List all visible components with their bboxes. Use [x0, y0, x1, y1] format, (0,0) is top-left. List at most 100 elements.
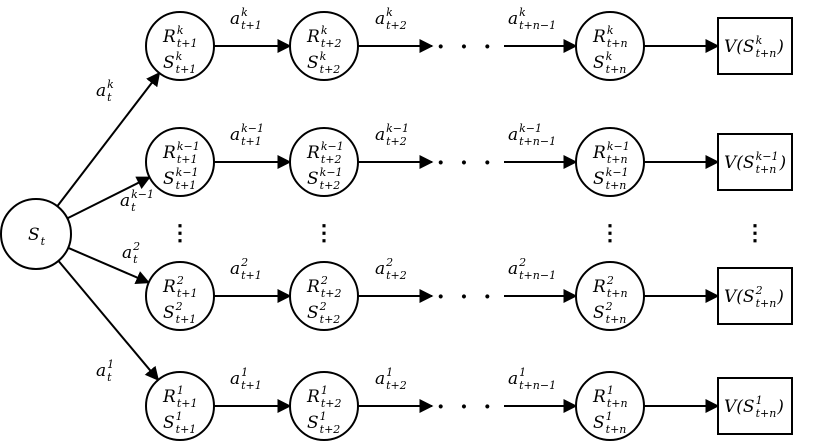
branch-edge-1: [66, 176, 151, 220]
ellipsis-3: · · ·: [437, 394, 495, 420]
svg-text:k−1: k−1: [241, 122, 264, 135]
svg-text:a: a: [508, 9, 518, 29]
svg-text:t+1: t+1: [176, 313, 197, 326]
svg-text:1: 1: [606, 410, 613, 423]
svg-text:R: R: [162, 27, 176, 47]
svg-text:R: R: [306, 387, 320, 407]
svg-text:R: R: [592, 143, 606, 163]
vertical-ellipsis-2: ⋮: [599, 220, 621, 246]
svg-text:k: k: [386, 6, 393, 19]
svg-text:k: k: [606, 50, 613, 63]
svg-text:2: 2: [320, 274, 328, 287]
svg-text:2: 2: [240, 256, 248, 269]
svg-text:a: a: [508, 259, 518, 279]
svg-text:t: t: [107, 91, 112, 104]
svg-text:2: 2: [175, 300, 183, 313]
svg-text:S: S: [307, 169, 319, 189]
svg-text:t: t: [133, 253, 138, 266]
svg-text:2: 2: [385, 256, 393, 269]
vertical-ellipsis-3: ⋮: [744, 220, 766, 246]
svg-text:1: 1: [321, 384, 328, 397]
svg-text:t+n: t+n: [756, 163, 777, 176]
svg-text:a: a: [375, 259, 385, 279]
svg-text:2: 2: [132, 240, 140, 253]
svg-text:1: 1: [177, 384, 184, 397]
svg-text:t+n: t+n: [607, 287, 628, 300]
svg-text:1: 1: [519, 366, 526, 379]
svg-text:k−1: k−1: [131, 188, 154, 201]
svg-text:t+n−1: t+n−1: [519, 379, 556, 392]
svg-text:S: S: [163, 413, 175, 433]
svg-text:R: R: [162, 277, 176, 297]
svg-text:t+1: t+1: [176, 63, 197, 76]
svg-text:t+1: t+1: [241, 135, 262, 148]
svg-text:2: 2: [605, 300, 613, 313]
svg-text:t+1: t+1: [177, 397, 198, 410]
svg-text:): ): [776, 37, 784, 57]
svg-text:2: 2: [319, 300, 327, 313]
svg-text:t+n−1: t+n−1: [519, 19, 556, 32]
svg-text:t+n: t+n: [756, 47, 777, 60]
svg-text:1: 1: [607, 384, 614, 397]
svg-text:t+2: t+2: [320, 179, 341, 192]
vertical-ellipsis-0: ⋮: [169, 220, 191, 246]
svg-text:k: k: [107, 78, 114, 91]
svg-text:t+1: t+1: [176, 423, 197, 436]
svg-text:2: 2: [755, 284, 763, 297]
svg-text:a: a: [375, 369, 385, 389]
svg-text:1: 1: [320, 410, 327, 423]
svg-text:2: 2: [606, 274, 614, 287]
svg-text:k−1: k−1: [177, 140, 200, 153]
svg-text:R: R: [592, 387, 606, 407]
svg-text:t+1: t+1: [241, 19, 262, 32]
svg-text:k: k: [519, 6, 526, 19]
svg-text:t+n: t+n: [606, 423, 627, 436]
svg-text:t+n−1: t+n−1: [519, 269, 556, 282]
svg-text:): ): [778, 153, 786, 173]
svg-text:R: R: [592, 27, 606, 47]
svg-text:t+n: t+n: [756, 407, 777, 420]
svg-text:t+n: t+n: [756, 297, 777, 310]
edges-layer: [56, 39, 720, 413]
svg-text:t+2: t+2: [321, 153, 342, 166]
svg-text:t+2: t+2: [320, 423, 341, 436]
svg-text:k−1: k−1: [320, 166, 343, 179]
svg-text:): ): [776, 287, 784, 307]
svg-text:t+2: t+2: [386, 269, 407, 282]
svg-text:S: S: [163, 53, 175, 73]
svg-text:t+1: t+1: [176, 179, 197, 192]
svg-text:k−1: k−1: [756, 150, 779, 163]
svg-text:t: t: [41, 235, 46, 248]
svg-text:t: t: [107, 371, 112, 384]
svg-text:S: S: [593, 303, 605, 323]
